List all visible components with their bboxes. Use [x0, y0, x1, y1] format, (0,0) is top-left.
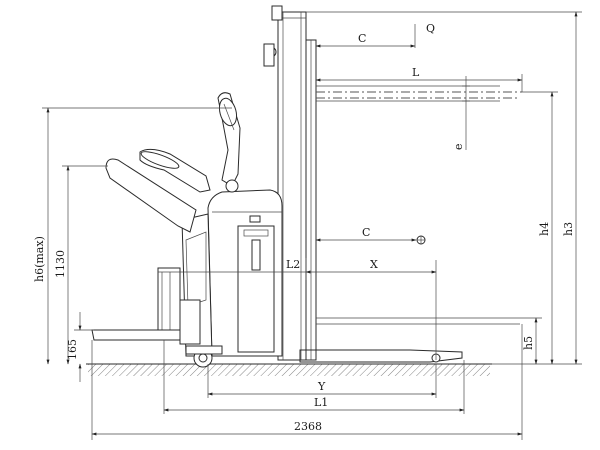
- label-1130: 1130: [54, 250, 67, 278]
- dim-y: Y: [207, 364, 437, 398]
- operator-guard: [105, 148, 211, 233]
- load-centers: [414, 24, 437, 360]
- label-l2: L2: [286, 258, 300, 271]
- dim-h4: h4: [522, 91, 558, 365]
- label-c-top: C: [358, 32, 366, 45]
- fork-lowered: [299, 349, 463, 363]
- steering-tiller: [217, 92, 241, 193]
- dim-c-top: C Q: [315, 22, 435, 48]
- dim-1130: 1130: [54, 165, 108, 365]
- label-165: 165: [66, 339, 79, 360]
- dim-165: 165: [66, 312, 94, 382]
- fork-mid: [316, 317, 522, 325]
- mast: [263, 5, 317, 361]
- dim-h6: h6(max): [33, 107, 232, 365]
- fork-raised: [316, 85, 522, 102]
- label-l: L: [412, 66, 420, 79]
- label-h6: h6(max): [33, 236, 46, 282]
- label-y: Y: [317, 380, 326, 393]
- label-x: X: [370, 258, 378, 271]
- dim-h3: h3: [306, 11, 582, 365]
- label-e: e: [452, 143, 465, 150]
- dim-h5: h5: [522, 317, 542, 365]
- label-q: Q: [426, 22, 435, 35]
- dim-c-mid: C: [315, 226, 417, 242]
- label-l1: L1: [314, 396, 328, 409]
- label-c-mid: C: [362, 226, 370, 239]
- label-h3: h3: [562, 222, 575, 236]
- dim-l2-x: L2 X: [158, 258, 437, 280]
- dim-overall: 2368: [91, 324, 523, 440]
- wheels: [185, 345, 223, 368]
- dim-e: e: [452, 76, 470, 150]
- ground: [86, 363, 492, 376]
- label-h5: h5: [522, 336, 535, 350]
- label-overall-length: 2368: [294, 420, 322, 433]
- dim-l1: L1: [163, 340, 465, 414]
- label-h4: h4: [538, 222, 551, 236]
- dim-l: L: [315, 66, 523, 92]
- operator-platform: [91, 267, 201, 345]
